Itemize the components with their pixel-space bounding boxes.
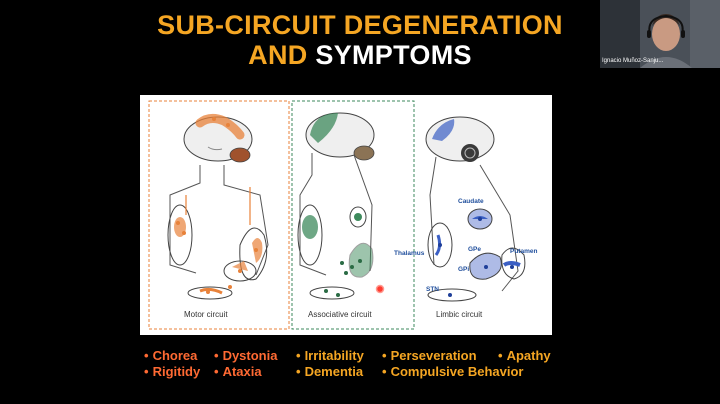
title-symptoms: SYMPTOMS — [315, 40, 472, 70]
symptom-dementia: •Dementia — [296, 364, 364, 379]
symptom-compulsive-behavior: •Compulsive Behavior — [382, 364, 524, 379]
motor-circuit-path — [169, 165, 269, 276]
label-stn: STN — [426, 286, 439, 293]
limbic-circuit-path — [429, 156, 519, 292]
slide-title-line2: AND SYMPTOMS — [0, 40, 720, 70]
associative-stn — [309, 286, 355, 300]
associative-brain-icon — [305, 112, 375, 161]
associative-circuit-caption: Associative circuit — [308, 310, 372, 319]
symptom-ataxia: •Ataxia — [214, 364, 262, 379]
associative-caudate — [297, 204, 323, 266]
label-thalamus: Thalamus — [394, 250, 425, 257]
laser-pointer-dot — [375, 284, 385, 294]
label-caudate: Caudate — [458, 198, 484, 205]
basal-ganglia-figure: Motor circuit Associative circuit — [140, 95, 552, 335]
symptom-perseveration: •Perseveration — [382, 348, 477, 363]
limbic-thalamus — [427, 222, 453, 268]
label-gpe: GPe — [468, 246, 481, 253]
motor-stn — [187, 286, 233, 300]
participant-avatar — [600, 0, 720, 68]
symptom-dystonia: •Dystonia — [214, 348, 278, 363]
participant-name-label: Ignacio Muñoz-Sanju... — [602, 58, 664, 64]
symptom-chorea: •Chorea — [144, 348, 198, 363]
motor-gp — [223, 260, 257, 282]
limbic-circuit-caption: Limbic circuit — [436, 310, 483, 319]
limbic-stn — [427, 288, 477, 302]
limbic-brain-icon — [425, 116, 495, 162]
label-putamen: Putamen — [510, 248, 537, 255]
motor-brain-icon — [183, 113, 253, 163]
motor-caudate — [167, 204, 193, 266]
associative-panel-frame — [291, 100, 415, 330]
participant-video-tile[interactable] — [600, 0, 720, 68]
motor-panel-frame — [148, 100, 290, 330]
motor-circuit-caption: Motor circuit — [184, 310, 228, 319]
limbic-putamen — [501, 247, 526, 280]
symptom-apathy: •Apathy — [498, 348, 551, 363]
slide-title-line1: SUB-CIRCUIT DEGENERATION — [157, 10, 563, 40]
motor-putamen — [239, 227, 268, 281]
symptom-irritability: •Irritability — [296, 348, 364, 363]
label-gpi: GPi — [458, 266, 469, 273]
title-and: AND — [248, 40, 308, 70]
symptom-rigidity: •Rigitidy — [144, 364, 201, 379]
